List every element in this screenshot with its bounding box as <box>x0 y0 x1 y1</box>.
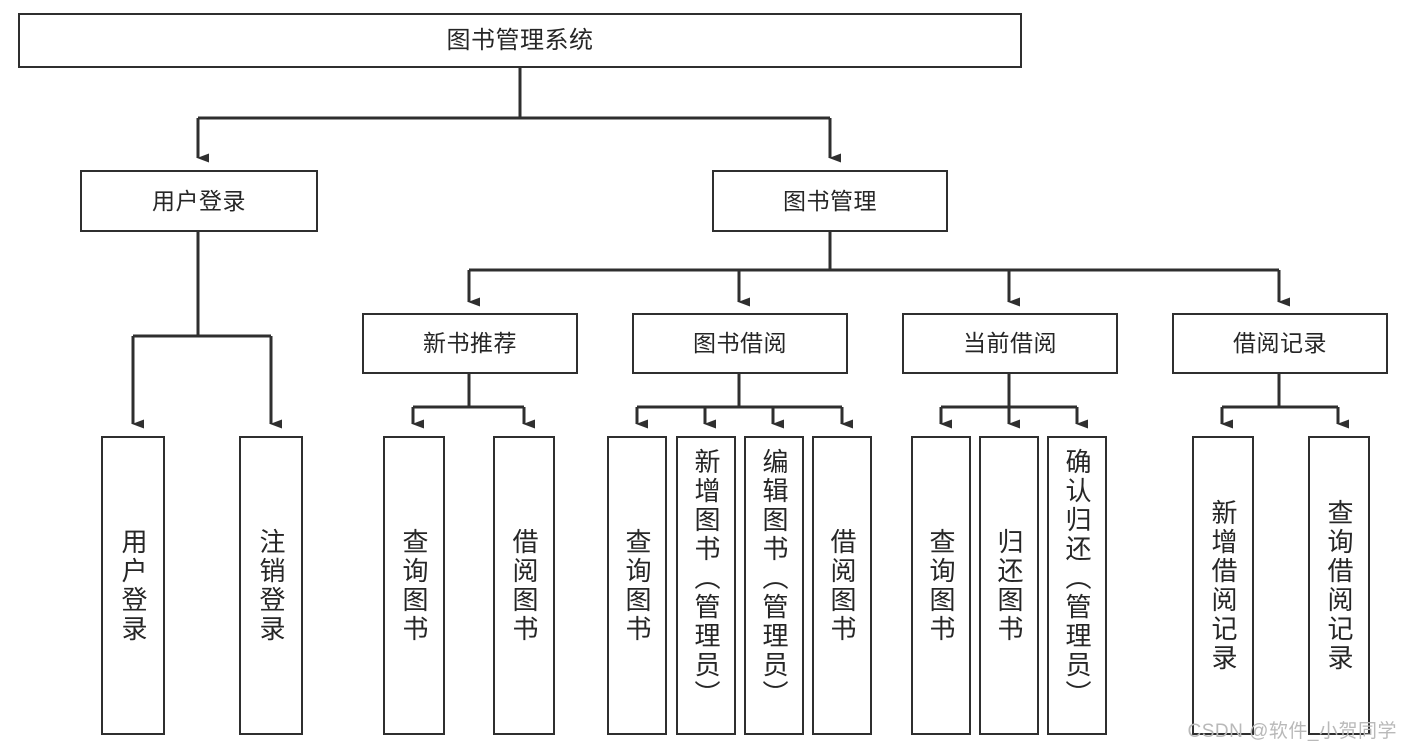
leaf-add-book-admin[interactable]: 新增图书（管理员） <box>676 436 736 735</box>
node-current-borrow[interactable]: 当前借阅 <box>902 313 1118 374</box>
node-label: 查询图书 <box>622 527 652 644</box>
node-label: 当前借阅 <box>963 330 1057 357</box>
node-user-login[interactable]: 用户登录 <box>80 170 318 232</box>
node-label: 图书管理系统 <box>446 26 594 54</box>
node-label: 确认归还（管理员） <box>1062 448 1092 709</box>
leaf-logout[interactable]: 注销登录 <box>239 436 303 735</box>
node-label: 用户登录 <box>152 187 246 214</box>
node-label: 借阅图书 <box>509 527 539 644</box>
leaf-return-book[interactable]: 归还图书 <box>979 436 1039 735</box>
leaf-query-borrow-record[interactable]: 查询借阅记录 <box>1308 436 1370 735</box>
node-label: 注销登录 <box>256 527 286 644</box>
node-label: 新增借阅记录 <box>1208 498 1238 673</box>
leaf-borrow-book[interactable]: 借阅图书 <box>812 436 872 735</box>
node-label: 图书管理 <box>783 187 877 214</box>
node-label: 查询图书 <box>926 527 956 644</box>
node-book-management[interactable]: 图书管理 <box>712 170 948 232</box>
node-new-book-recommend[interactable]: 新书推荐 <box>362 313 578 374</box>
node-label: 借阅图书 <box>827 527 857 644</box>
node-root-book-management-system[interactable]: 图书管理系统 <box>18 13 1022 68</box>
node-label: 新书推荐 <box>423 330 517 357</box>
leaf-user-login[interactable]: 用户登录 <box>101 436 165 735</box>
node-book-borrow[interactable]: 图书借阅 <box>632 313 848 374</box>
node-label: 归还图书 <box>994 527 1024 644</box>
node-label: 用户登录 <box>118 527 148 644</box>
leaf-query-book-borrow[interactable]: 查询图书 <box>607 436 667 735</box>
leaf-confirm-return-admin[interactable]: 确认归还（管理员） <box>1047 436 1107 735</box>
node-label: 查询借阅记录 <box>1324 498 1354 673</box>
leaf-edit-book-admin[interactable]: 编辑图书（管理员） <box>744 436 804 735</box>
node-borrow-record[interactable]: 借阅记录 <box>1172 313 1388 374</box>
node-label: 编辑图书（管理员） <box>759 448 789 709</box>
leaf-add-borrow-record[interactable]: 新增借阅记录 <box>1192 436 1254 735</box>
node-label: 查询图书 <box>399 527 429 644</box>
leaf-query-book-new[interactable]: 查询图书 <box>383 436 445 735</box>
leaf-query-book-current[interactable]: 查询图书 <box>911 436 971 735</box>
node-label: 新增图书（管理员） <box>691 448 721 709</box>
node-label: 图书借阅 <box>693 330 787 357</box>
leaf-borrow-book-new[interactable]: 借阅图书 <box>493 436 555 735</box>
node-label: 借阅记录 <box>1233 330 1327 357</box>
csdn-watermark: CSDN @软件_小贺同学 <box>1187 721 1397 742</box>
